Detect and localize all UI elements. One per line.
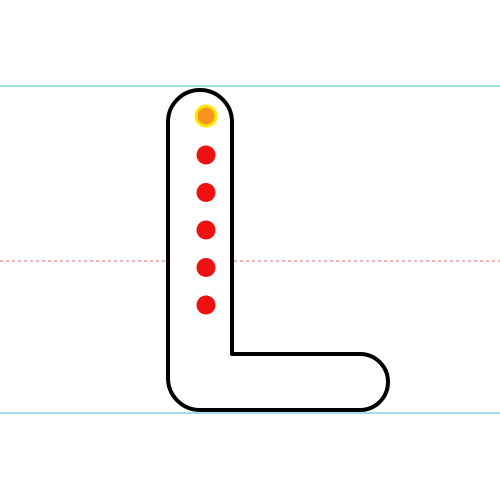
trace-dot[interactable] xyxy=(196,145,216,165)
start-point-dot[interactable] xyxy=(194,104,218,128)
trace-dot[interactable] xyxy=(196,183,216,202)
trace-dots-group xyxy=(196,145,216,315)
trace-dot[interactable] xyxy=(196,258,216,277)
trace-dot[interactable] xyxy=(196,220,216,240)
letter-l-outline xyxy=(166,88,390,412)
trace-dot[interactable] xyxy=(196,295,216,315)
